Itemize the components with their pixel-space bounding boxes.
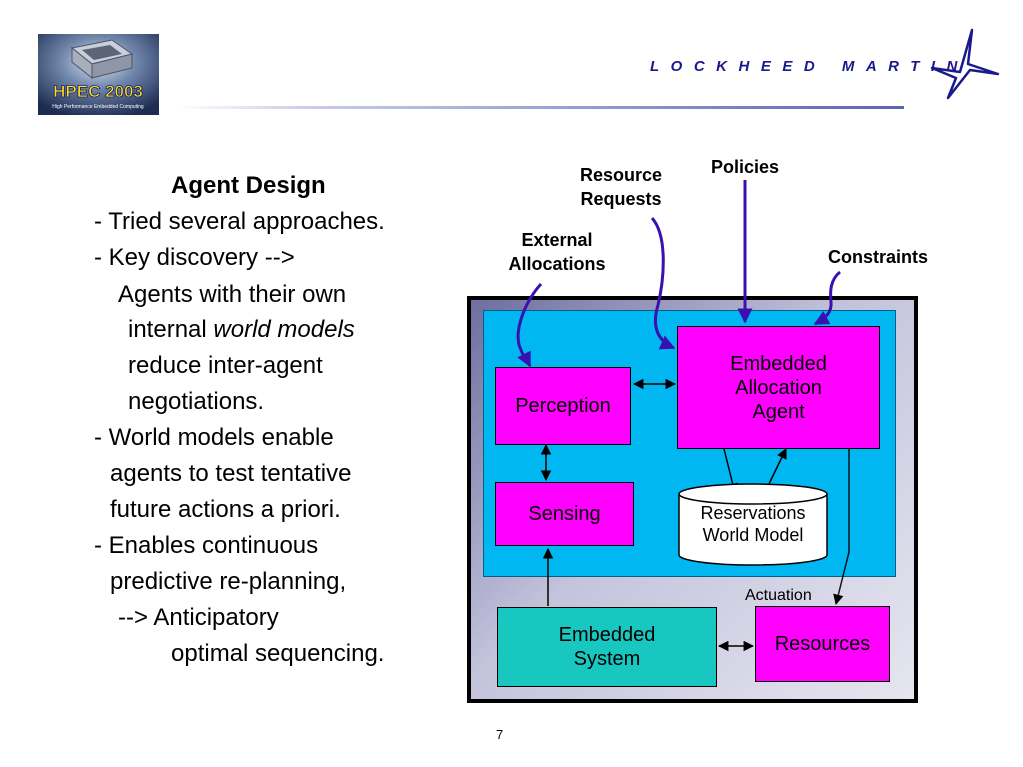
hpec-2003-logo: HPEC 2003 High Performance Embedded Comp…	[38, 34, 159, 115]
text-agents-own: Agents with their own	[118, 281, 347, 308]
embedded-allocation-agent-box: Embedded Allocation Agent	[677, 326, 880, 449]
page-number: 7	[496, 727, 504, 742]
bullet-key-discovery: - Key discovery -->	[94, 244, 295, 271]
label-resource-requests: Resource Requests	[579, 165, 663, 209]
embedded-system-box: Embedded System	[497, 607, 717, 687]
arrow-external-allocations	[516, 282, 543, 368]
bullet-enables-continuous: - Enables continuous	[94, 532, 319, 559]
label-constraints: Constraints	[827, 247, 928, 267]
text-negotiations: negotiations.	[128, 388, 265, 415]
hpec-logo-subtitle: High Performance Embedded Computing	[52, 104, 144, 110]
arrow-actuation	[833, 449, 850, 606]
text-predictive-replanning: predictive re-planning,	[110, 568, 347, 595]
text-anticipatory: --> Anticipatory	[118, 604, 279, 631]
resources-box: Resources	[755, 606, 890, 682]
hpec-logo-title: HPEC 2003	[53, 82, 143, 101]
bullet-tried-approaches: - Tried several approaches.	[94, 208, 385, 235]
sensing-box: Sensing	[495, 482, 634, 546]
reservations-world-model-label: Reservations World Model	[700, 503, 806, 545]
perception-box: Perception	[495, 367, 631, 445]
arrow-constraints	[813, 270, 842, 326]
text-future-actions: future actions a priori.	[110, 496, 341, 523]
text-internal: internal	[128, 316, 214, 343]
header-divider	[176, 106, 904, 109]
agent-design-title: Agent Design	[171, 172, 326, 199]
reservations-world-model-cylinder	[678, 483, 828, 566]
arrow-resource-requests	[650, 217, 676, 350]
text-reduce-negotiations: reduce inter-agent	[128, 352, 323, 379]
lockheed-martin-star-icon	[930, 28, 1000, 100]
text-internal-world-models: internal world models	[128, 315, 355, 345]
hpec-logo-graphic: HPEC 2003 High Performance Embedded Comp…	[38, 34, 159, 115]
bullet-world-models-enable: - World models enable	[94, 424, 334, 451]
text-optimal-sequencing: optimal sequencing.	[171, 640, 385, 667]
label-external-allocations: External Allocations	[508, 230, 606, 274]
text-test-tentative: agents to test tentative	[110, 460, 352, 487]
label-policies: Policies	[710, 157, 780, 177]
lockheed-martin-wordmark: LOCKHEED MARTIN	[650, 58, 969, 75]
text-world-models-italic: world models	[213, 316, 355, 343]
actuation-label: Actuation	[745, 587, 812, 604]
